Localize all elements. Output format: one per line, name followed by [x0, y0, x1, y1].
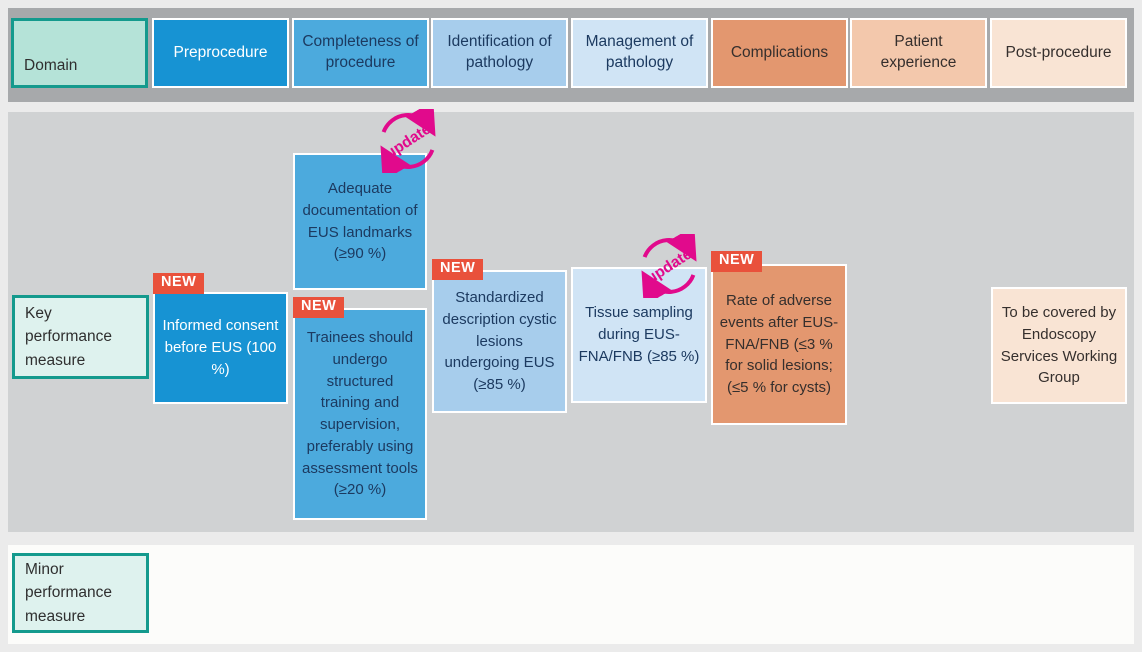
minor-measures-band: Minor performance measure [8, 545, 1134, 644]
domain-cell-identification: Identification of pathology [431, 18, 568, 88]
domain-cell-patient-experience: Patient experience [850, 18, 987, 88]
minor-performance-measure-label: Minor performance measure [12, 553, 149, 633]
key-performance-measure-label: Key performance measure [12, 295, 149, 379]
measure-trainee-training: Trainees should undergo structured train… [293, 308, 427, 520]
new-badge: NEW [293, 297, 345, 319]
key-measures-band: Key performance measure NEW Informed con… [8, 109, 1134, 532]
domain-header-band: Domain Preprocedure Completeness of proc… [8, 8, 1134, 102]
measure-adverse-events: Rate of adverse events after EUS-FNA/FNB… [711, 264, 847, 425]
update-badge-icon: update [641, 234, 697, 298]
new-badge: NEW [432, 259, 484, 281]
domain-cell-preprocedure: Preprocedure [152, 18, 289, 88]
measure-standardized-description: Standardized description cystic lesions … [432, 270, 567, 413]
domain-cell-management: Management of pathology [571, 18, 708, 88]
domain-cell-postprocedure: Post-procedure [990, 18, 1127, 88]
measure-to-be-covered: To be covered by Endoscopy Services Work… [991, 287, 1127, 404]
new-badge: NEW [153, 273, 205, 295]
update-badge-icon: update [380, 109, 436, 173]
measure-informed-consent: Informed consent before EUS (100 %) [153, 292, 288, 404]
domain-header-cell: Domain [11, 18, 148, 88]
new-badge: NEW [711, 251, 763, 273]
domain-cell-completeness: Completeness of procedure [292, 18, 429, 88]
measure-tissue-sampling: Tissue sampling during EUS-FNA/FNB (≥85 … [571, 267, 707, 403]
domain-cell-complications: Complications [711, 18, 848, 88]
measure-adequate-documentation: Adequate documentation of EUS landmarks … [293, 153, 427, 290]
